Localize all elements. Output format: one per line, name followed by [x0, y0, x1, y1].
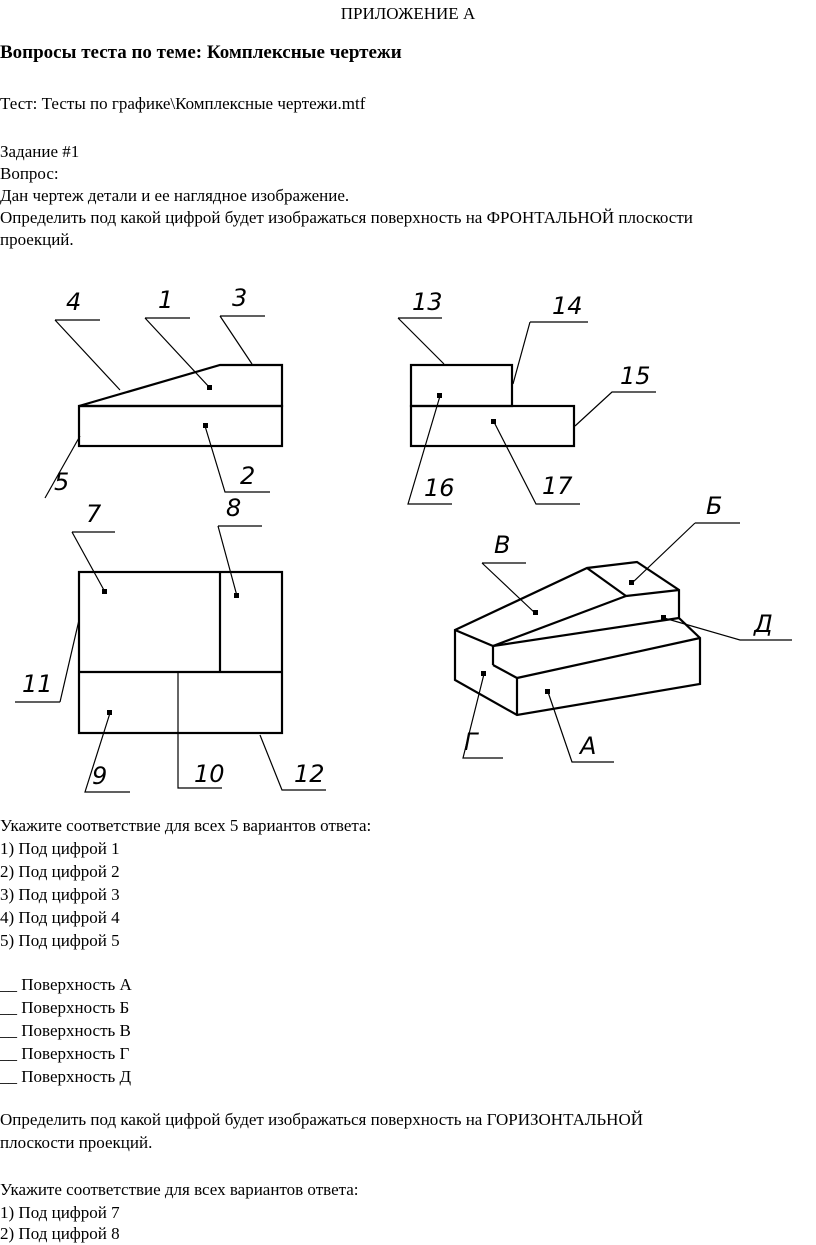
- label-10: 10: [194, 760, 225, 788]
- label-A: А: [578, 732, 596, 760]
- label-5: 5: [54, 468, 69, 496]
- label-14: 14: [552, 292, 583, 320]
- side-view: [409, 363, 576, 448]
- marker-dots: [102, 385, 666, 715]
- label-4: 4: [66, 288, 81, 316]
- label-9: 9: [92, 762, 107, 790]
- appendix-heading: ПРИЛОЖЕНИЕ А: [340, 4, 476, 23]
- page-title: Вопросы теста по теме: Комплексные черте…: [0, 42, 402, 63]
- option-item: 4) Под цифрой 4: [0, 908, 120, 927]
- label-D: Д: [753, 610, 773, 638]
- answer-blank: __ Поверхность В: [0, 1021, 131, 1040]
- part2-text-line-2: плоскости проекций.: [0, 1133, 153, 1152]
- part1-instruction: Укажите соответствие для всех 5 варианто…: [0, 816, 372, 835]
- label-1: 1: [158, 286, 173, 314]
- test-file-line: Тест: Тесты по графике\Комплексные черте…: [0, 94, 366, 113]
- label-8: 8: [226, 494, 241, 522]
- label-13: 13: [412, 288, 443, 316]
- label-B: Б: [706, 492, 722, 520]
- answer-blank: __ Поверхность Б: [0, 998, 130, 1017]
- label-12: 12: [294, 760, 325, 788]
- option-item: 2) Под цифрой 8: [0, 1224, 120, 1243]
- isometric-view: [453, 560, 702, 717]
- label-2: 2: [240, 462, 255, 490]
- label-V: В: [494, 531, 510, 559]
- label-G: Г: [464, 728, 479, 756]
- question-text-line-2: Определить под какой цифрой будет изобра…: [0, 208, 693, 227]
- leader-lines: [15, 315, 792, 793]
- option-item: 3) Под цифрой 3: [0, 885, 120, 904]
- question-text-line-1: Дан чертеж детали и ее наглядное изображ…: [0, 186, 350, 205]
- label-16: 16: [424, 474, 455, 502]
- label-17: 17: [542, 472, 573, 500]
- part2-text-line-1: Определить под какой цифрой будет изобра…: [0, 1110, 644, 1129]
- answer-blank: __ Поверхность А: [0, 975, 132, 994]
- technical-drawing: 4 1 3 5 2 13 14 15 16 17 7 8 11 9 10 12 …: [15, 284, 792, 793]
- question-label: Вопрос:: [0, 164, 59, 183]
- front-view: [77, 363, 284, 448]
- answer-blank: __ Поверхность Г: [0, 1044, 130, 1063]
- task-number: Задание #1: [0, 142, 80, 161]
- part2-instruction: Укажите соответствие для всех вариантов …: [0, 1180, 359, 1199]
- label-7: 7: [86, 500, 102, 528]
- option-item: 1) Под цифрой 7: [0, 1203, 120, 1222]
- answer-blank: __ Поверхность Д: [0, 1067, 132, 1086]
- top-view: [77, 570, 284, 735]
- label-11: 11: [22, 670, 53, 698]
- label-3: 3: [232, 284, 247, 312]
- figure-labels: 4 1 3 5 2 13 14 15 16 17 7 8 11 9 10 12 …: [22, 284, 773, 790]
- label-15: 15: [620, 362, 651, 390]
- option-item: 1) Под цифрой 1: [0, 839, 120, 858]
- question-text-line-3: проекций.: [0, 230, 74, 249]
- option-item: 5) Под цифрой 5: [0, 931, 120, 950]
- option-item: 2) Под цифрой 2: [0, 862, 120, 881]
